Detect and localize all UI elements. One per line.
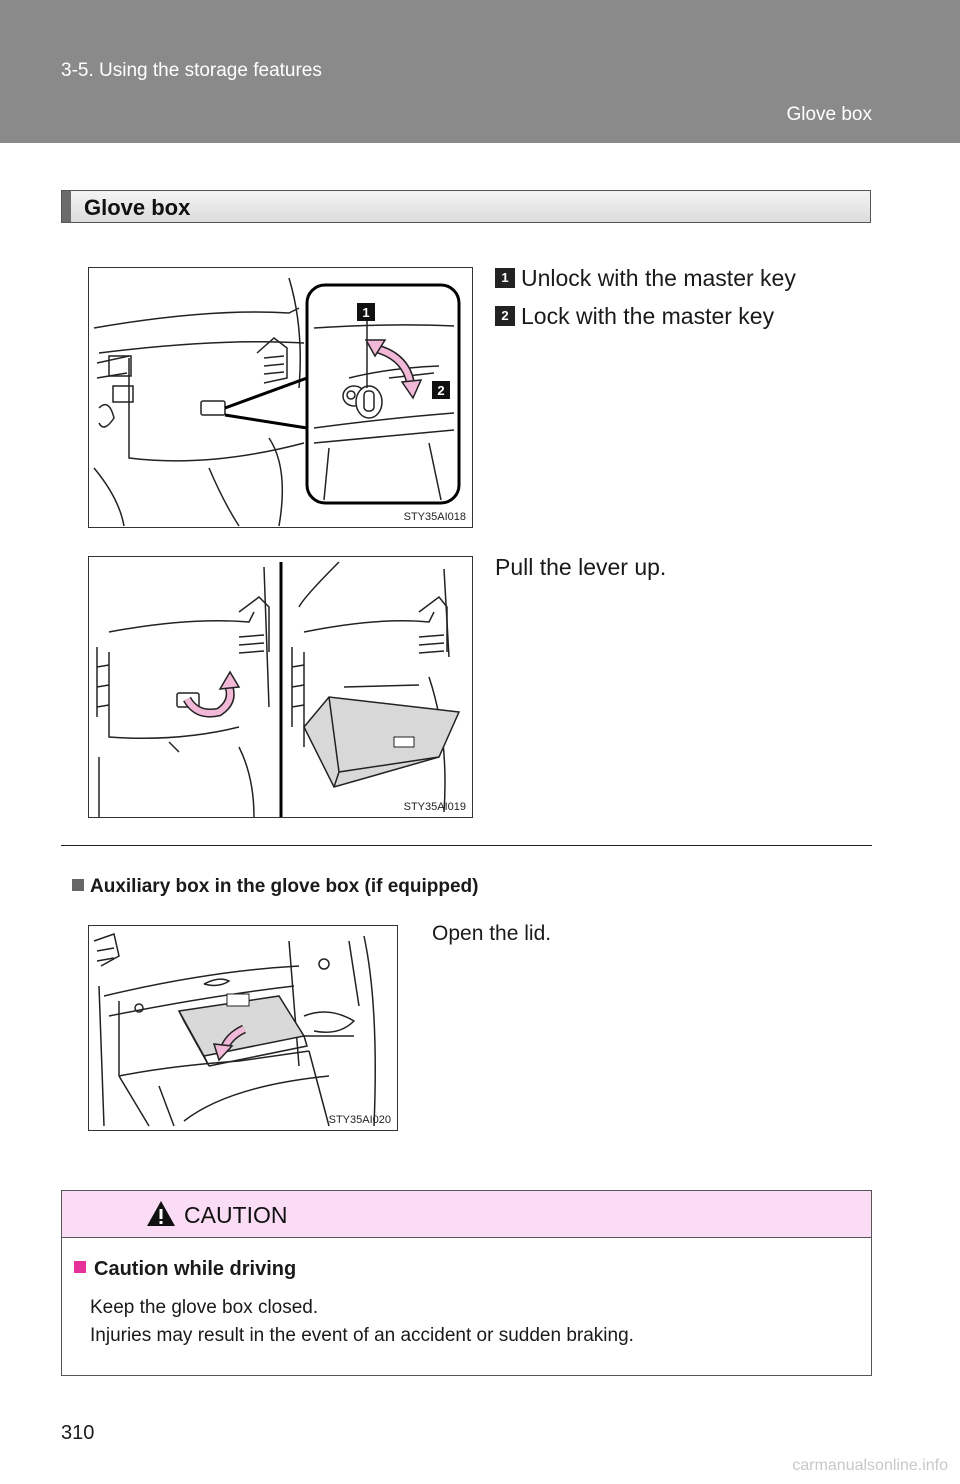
auxiliary-box-drawing [93,933,376,1127]
auxiliary-heading-text: Auxiliary box in the glove box (if equip… [90,876,479,897]
auxiliary-heading: Auxiliary box in the glove box (if equip… [72,876,478,898]
auxiliary-instruction: Open the lid. [432,922,552,945]
section-divider [61,845,872,846]
pink-square-bullet-icon [74,1261,86,1273]
figure-lock-illustration: 1 2 STY35AI018 [88,267,473,528]
caution-line-1: Keep the glove box closed. [90,1297,319,1318]
figure-auxiliary-box-illustration: STY35AI020 [88,925,398,1131]
subsection-label: Glove box [786,104,872,125]
step-lock: 2 Lock with the master key [495,303,774,330]
warning-triangle-icon [147,1201,175,1226]
caution-header: CAUTION [62,1191,871,1238]
glove-box-open-drawing [96,561,461,817]
callout-box-2 [432,381,450,399]
step-text: Lock with the master key [521,303,775,329]
watermark: carmanualsonline.info [792,1457,948,1474]
caution-subheading-text: Caution while driving [94,1258,297,1280]
callout-1-label: 1 [362,305,369,320]
figure-lever-illustration: STY35AI019 [88,556,473,818]
caution-subheading: Caution while driving [74,1258,296,1281]
caution-line-2: Injuries may result in the event of an a… [90,1325,634,1346]
page-header: 3-5. Using the storage features Glove bo… [0,0,960,143]
section-title: Glove box [84,195,191,220]
dashboard-lock-drawing: 1 2 [93,277,461,527]
callout-box-1 [357,303,375,321]
caution-title: CAUTION [184,1202,288,1228]
caution-box: CAUTION Caution while driving Keep the g… [61,1190,872,1376]
step-number-badge: 1 [495,268,515,289]
section-title-bar: Glove box [61,190,871,223]
step-number-badge: 2 [495,306,515,327]
section-breadcrumb: 3-5. Using the storage features [61,60,322,81]
step-unlock: 1 Unlock with the master key [495,265,796,292]
title-tab-marker [62,191,71,222]
figure-code: STY35AI020 [328,1114,391,1126]
page-number: 310 [61,1422,95,1444]
callout-2-label: 2 [437,383,444,398]
figure-code: STY35AI019 [403,801,466,813]
figure-code: STY35AI018 [403,511,466,523]
step-text: Unlock with the master key [521,265,796,291]
lever-instruction: Pull the lever up. [495,554,667,580]
square-bullet-icon [72,879,84,891]
